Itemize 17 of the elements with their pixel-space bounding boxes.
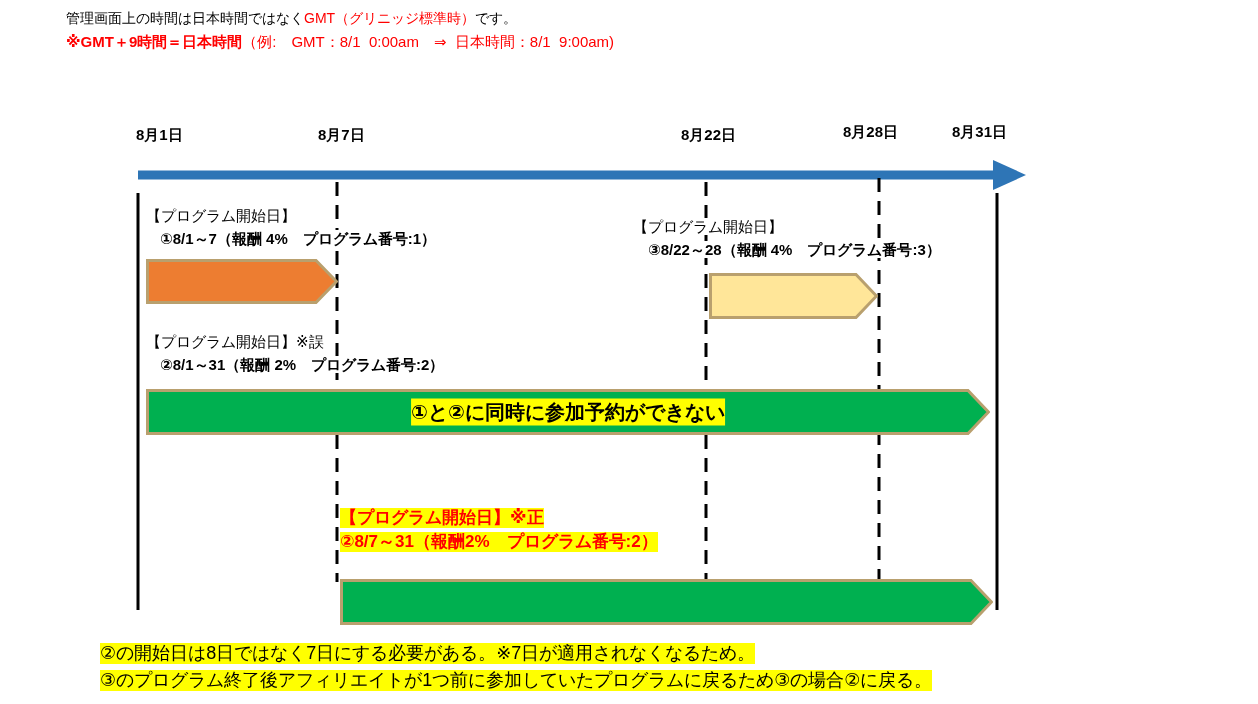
note-text: ※GMT＋9時間＝日本時間 xyxy=(66,33,243,51)
note-text: （例: GMT：8/1 0:00am ⇒ 日本時間：8/1 9:00am) xyxy=(242,33,615,51)
bar-caption: ②8/7～31（報酬2% プログラム番号:2） xyxy=(340,532,658,552)
date-label: 8月28日 xyxy=(843,123,899,141)
note-text: ②の開始日は8日ではなく7日にする必要がある。※7日が適用されなくなるため。 xyxy=(100,643,756,664)
date-label: 8月31日 xyxy=(952,123,1008,141)
note-text: 管理画面上の時間は日本時間ではなく xyxy=(66,10,304,27)
bar-label: ①と②に同時に参加予約ができない xyxy=(411,398,725,426)
date-label: 8月22日 xyxy=(681,126,737,144)
note-text: です。 xyxy=(475,10,518,27)
note-text: ③のプログラム終了後アフィリエイトが1つ前に参加していたプログラムに戻るため③の場合②に戻る。 xyxy=(100,670,933,691)
date-label: 8月1日 xyxy=(136,126,183,144)
note-text: GMT（グリニッジ標準時） xyxy=(304,10,476,27)
bar-arrow xyxy=(709,273,878,319)
bar-arrow xyxy=(146,259,338,304)
bar-heading: 【プログラム開始日】※正 xyxy=(340,508,544,528)
date-label: 8月7日 xyxy=(318,126,365,144)
